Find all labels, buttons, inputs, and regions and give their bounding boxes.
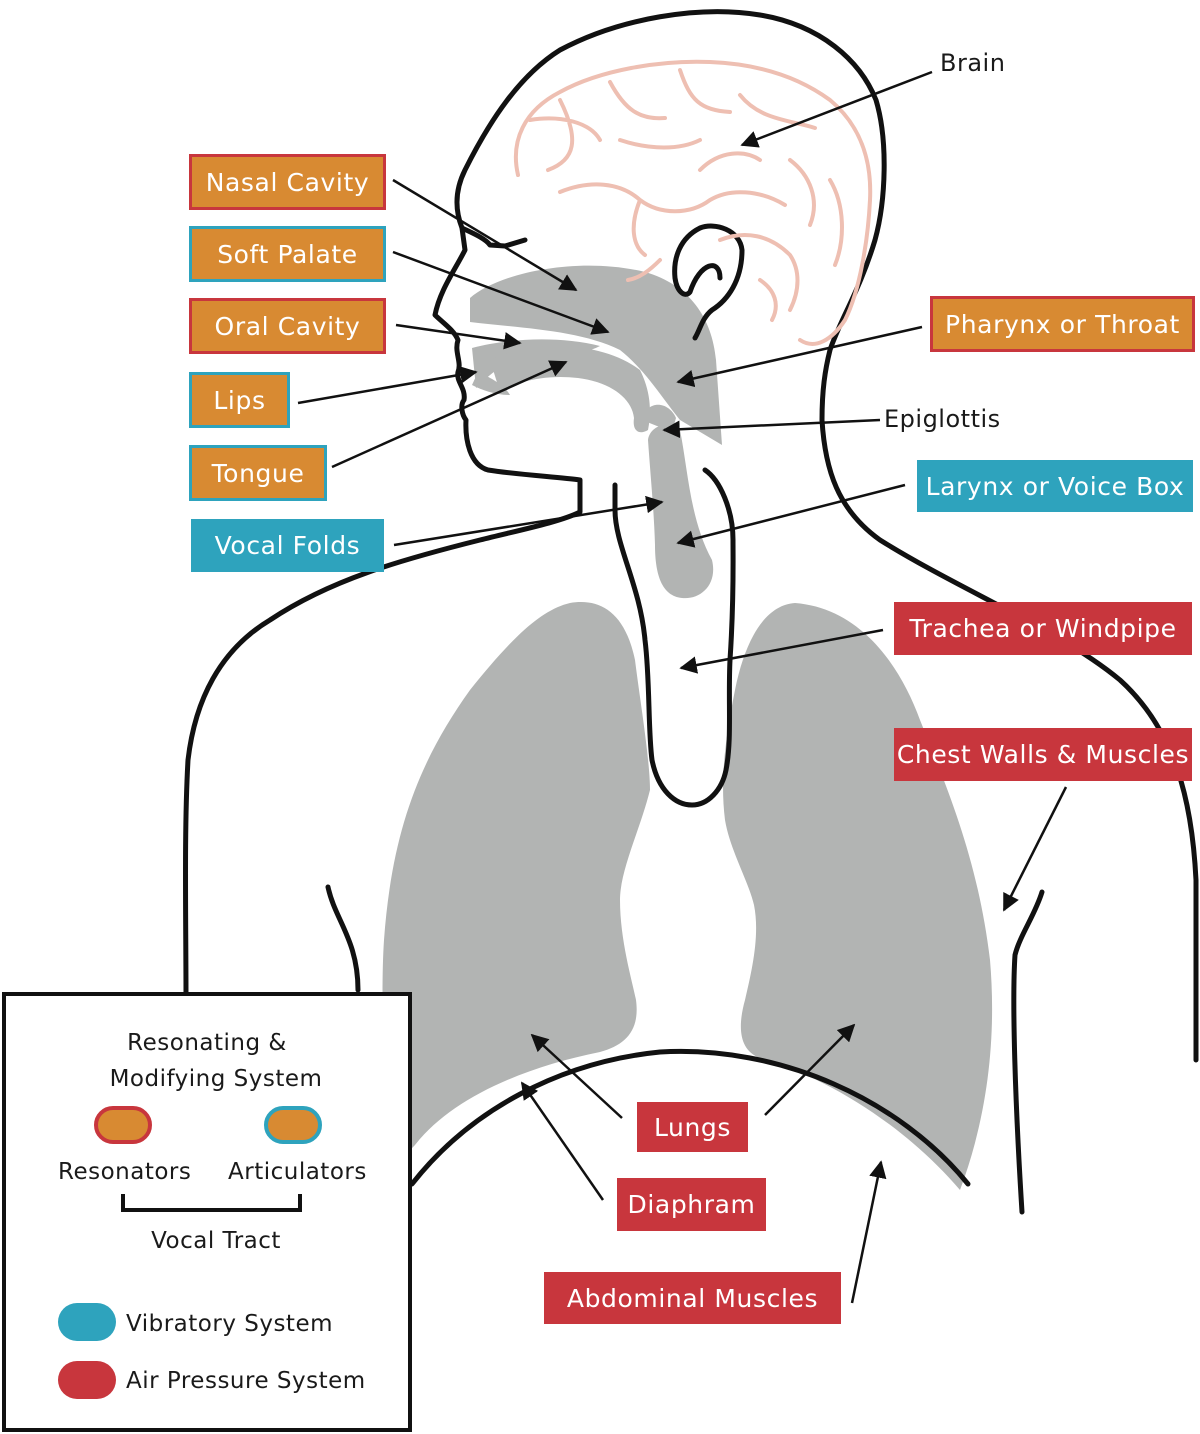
trachea <box>612 467 736 808</box>
label-trachea: Trachea or Windpipe <box>894 602 1192 655</box>
arrow-diaphram <box>520 1081 605 1201</box>
label-abdominal-muscles: Abdominal Muscles <box>544 1272 841 1324</box>
arrow-lips <box>297 366 478 405</box>
label-oral-cavity: Oral Cavity <box>189 298 386 354</box>
label-brain: Brain <box>940 49 1006 77</box>
label-diaphram: Diaphram <box>617 1178 766 1231</box>
arrow-chest <box>1002 786 1068 912</box>
label-lips: Lips <box>189 372 290 428</box>
legend-articulators: Articulators <box>228 1159 367 1185</box>
pointer-arrows <box>297 70 1068 1304</box>
arrow-epiglottis <box>662 418 881 439</box>
articulator-swatch <box>264 1106 322 1144</box>
label-vocal-folds: Vocal Folds <box>191 519 384 572</box>
arrow-nasal <box>392 178 578 292</box>
brain-illustration <box>513 59 873 346</box>
right-lung <box>723 603 993 1190</box>
legend-title-line2: Modifying System <box>109 1066 323 1092</box>
tongue-shape <box>490 346 650 433</box>
legend: Resonating & Modifying System Resonators… <box>2 992 412 1432</box>
arrow-soft-palate <box>392 250 610 335</box>
label-tongue: Tongue <box>189 445 327 501</box>
arrow-oral <box>395 323 522 350</box>
label-chest-walls: Chest Walls & Muscles <box>894 728 1192 781</box>
diaphragm <box>409 1048 971 1187</box>
arrow-trachea <box>679 628 884 674</box>
larynx-shape <box>648 424 714 599</box>
vibratory-swatch <box>58 1303 116 1341</box>
arrow-pharynx <box>676 325 923 388</box>
label-larynx: Larynx or Voice Box <box>917 460 1193 512</box>
legend-vocal-tract: Vocal Tract <box>151 1228 281 1254</box>
legend-resonators: Resonators <box>58 1159 192 1185</box>
arrow-larynx <box>676 483 906 548</box>
arrow-vocal-folds <box>393 495 664 547</box>
left-arm-inner <box>325 884 361 993</box>
face-profile <box>183 225 583 1003</box>
legend-air-pressure-system: Air Pressure System <box>126 1368 366 1394</box>
arrow-brain <box>740 70 933 148</box>
arrow-tongue <box>331 360 568 469</box>
left-lung <box>382 602 650 1190</box>
neck-back <box>819 417 1199 1063</box>
vocal-tract-bracket <box>121 1194 302 1212</box>
legend-vibratory-system: Vibratory System <box>126 1311 334 1337</box>
legend-title-line1: Resonating & <box>127 1030 287 1056</box>
label-pharynx: Pharynx or Throat <box>930 296 1195 352</box>
label-nasal-cavity: Nasal Cavity <box>189 154 386 210</box>
resonator-swatch <box>94 1106 152 1144</box>
arrow-lungs-left <box>530 1033 623 1119</box>
arrow-lungs-right <box>764 1023 856 1116</box>
right-arm-inner <box>1011 889 1045 1215</box>
air-pressure-swatch <box>58 1361 116 1399</box>
ear <box>672 223 745 341</box>
label-soft-palate: Soft Palate <box>189 226 386 282</box>
arrow-abdominal <box>850 1160 887 1304</box>
label-epiglottis: Epiglottis <box>884 405 1001 433</box>
label-lungs: Lungs <box>637 1102 748 1152</box>
nasal-cavity-shape <box>470 265 722 445</box>
